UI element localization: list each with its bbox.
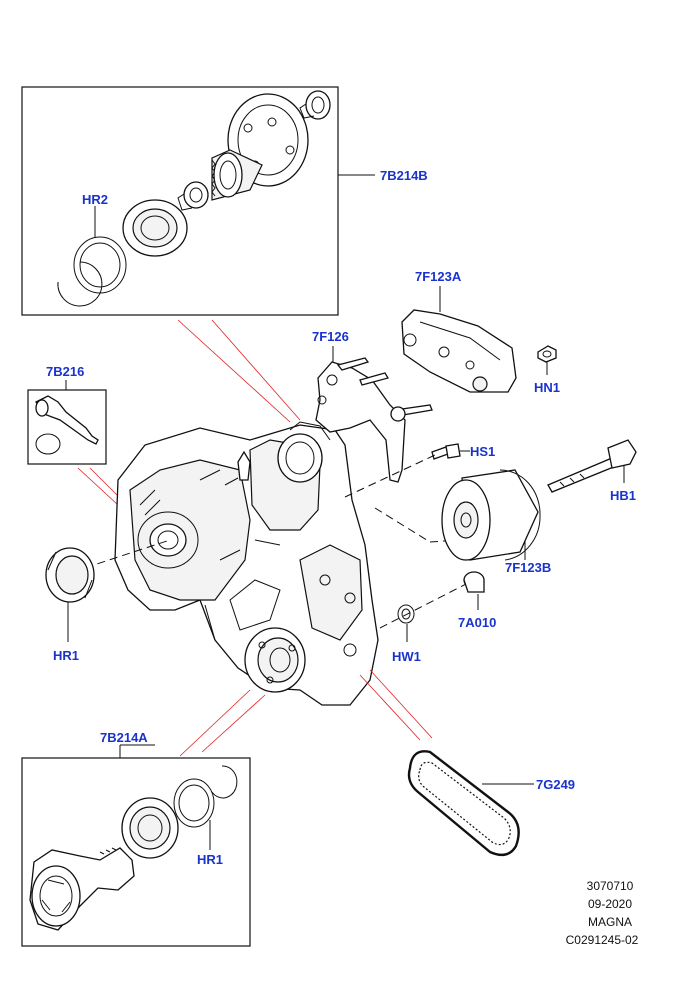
shift-fork-bracket-7f126 [315,357,433,483]
output-flange-rear [211,93,309,201]
oil-seal-left [45,547,95,603]
bush-7a010 [463,571,485,593]
label-hr1-bottom: HR1 [197,852,223,867]
ref-illustration-code: C0291245-02 [566,933,639,947]
screw-hs1 [431,443,461,460]
ref-date: 09-2020 [588,897,632,911]
label-hb1: HB1 [610,488,636,503]
label-7a010: 7A010 [458,615,496,630]
washer-hw1 [397,604,415,624]
actuator-7f123a [401,309,517,393]
inset-bottom-front-output [21,757,251,947]
inset-top-rear-output [21,86,339,316]
label-7g249: 7G249 [536,777,575,792]
label-hw1: HW1 [392,649,421,664]
label-hr1-left: HR1 [53,648,79,663]
bearing-rear [122,199,188,257]
circlip-top [57,261,103,307]
label-7f123b: 7F123B [505,560,551,575]
label-7f126: 7F126 [312,329,349,344]
drawing-reference-block: 3070710 09-2020 MAGNA C0291245-02 [566,879,639,947]
needle-bush-top [299,90,331,120]
ref-number: 3070710 [587,879,634,893]
label-hr2: HR2 [82,192,108,207]
label-hn1: HN1 [534,380,560,395]
ref-supplier: MAGNA [588,915,632,929]
label-hs1: HS1 [470,444,495,459]
label-7f123a: 7F123A [415,269,462,284]
label-7b216: 7B216 [46,364,84,379]
nut-hn1 [537,345,557,363]
label-7b214b: 7B214B [380,168,428,183]
bolt-hb1 [547,439,637,493]
drive-chain-7g249 [407,750,520,857]
drum-7f123b [441,469,541,561]
needle-bush-center [177,181,209,211]
transfer-case-housing [114,421,379,706]
label-7b214a: 7B214A [100,730,148,745]
inset-7b216 [27,389,107,465]
